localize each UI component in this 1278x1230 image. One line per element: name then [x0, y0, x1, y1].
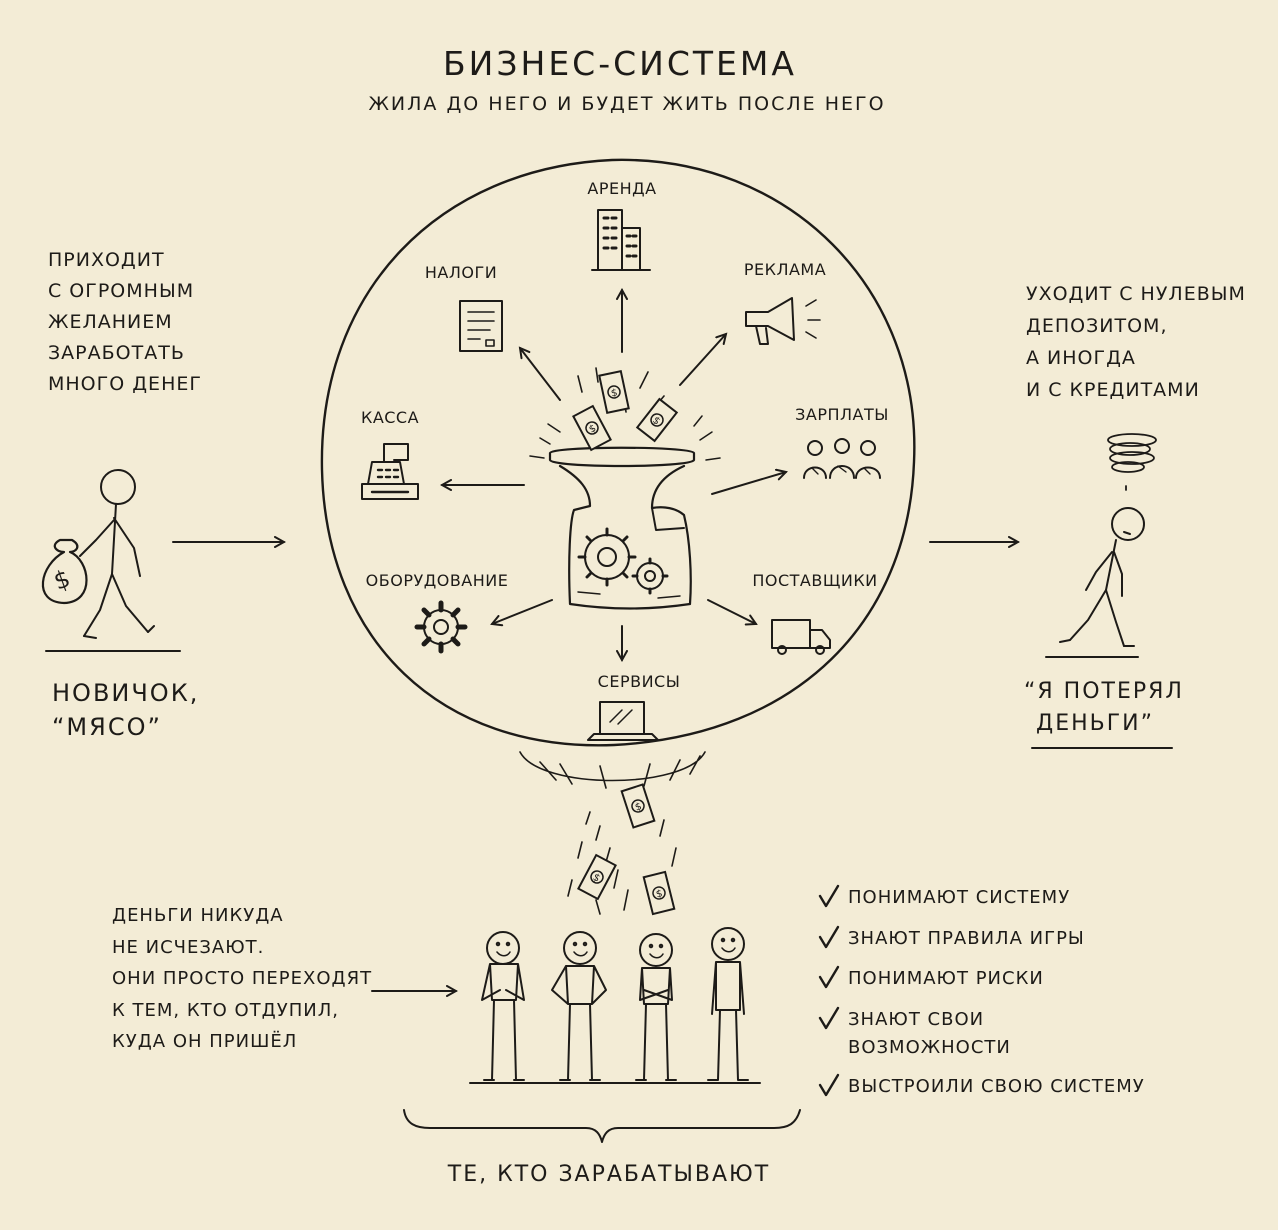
- text-line: С ОГРОМНЫМ: [48, 280, 195, 302]
- checklist-item: ЗНАЮТ ПРАВИЛА ИГРЫ: [848, 928, 1085, 949]
- text-line: А ИНОГДА: [1026, 347, 1136, 369]
- page-title: БИЗНЕС-СИСТЕМА: [443, 44, 797, 83]
- newcomer-caption: НОВИЧОК, “МЯСО”: [52, 676, 199, 744]
- checkmark-icon: [818, 925, 840, 949]
- newcomer-figure: [79, 469, 155, 639]
- text-line: ПРИХОДИТ: [48, 249, 165, 271]
- checklist-item-continued: ВОЗМОЖНОСТИ: [848, 1037, 1011, 1058]
- banknote-icon: $: [635, 397, 679, 443]
- checkmark-icons: [818, 884, 840, 1097]
- brace-icon: [403, 1109, 801, 1143]
- label-services: СЕРВИСЫ: [597, 672, 681, 691]
- text-line: И С КРЕДИТАМИ: [1026, 379, 1200, 401]
- checkmark-icon: [818, 1006, 840, 1030]
- label-ads: РЕКЛАМА: [743, 260, 827, 279]
- money-streaks: [567, 367, 677, 915]
- money-description: ДЕНЬГИ НИКУДА НЕ ИСЧЕЗАЮТ. ОНИ ПРОСТО ПЕ…: [112, 900, 372, 1058]
- arrow-to-salaries: [711, 472, 786, 495]
- banknote-icon: $: [577, 853, 617, 901]
- text-line: ЗАРАБОТАТЬ: [48, 342, 185, 364]
- confusion-scribble-icon: [1107, 433, 1157, 491]
- workers-icon: [803, 438, 881, 479]
- truck-icon: [771, 619, 831, 655]
- arrow-to-suppliers: [707, 599, 756, 624]
- cash-register-icon: [361, 443, 419, 500]
- text-line: ЖЕЛАНИЕМ: [48, 311, 173, 333]
- checklist-item: ПОНИМАЮТ СИСТЕМУ: [848, 887, 1071, 908]
- text-line: “МЯСО”: [52, 713, 162, 741]
- system-drain: [519, 751, 706, 789]
- earner-figure-3: [635, 933, 677, 1081]
- earner-figure-2: [551, 931, 607, 1081]
- system-circle: [320, 158, 916, 747]
- label-salaries: ЗАРПЛАТЫ: [795, 405, 889, 424]
- loser-quote: “Я ПОТЕРЯЛ ДЕНЬГИ”: [1024, 676, 1184, 740]
- label-equipment: ОБОРУДОВАНИЕ: [365, 571, 509, 590]
- banknote-icon: $: [598, 369, 630, 415]
- money-bag-symbol: $: [50, 564, 74, 596]
- banknote-symbol: $: [610, 387, 619, 399]
- money-bag-icon: [41, 538, 88, 605]
- text-line: КУДА ОН ПРИШЁЛ: [112, 1031, 298, 1052]
- banknote-icon: $: [620, 783, 656, 829]
- label-suppliers: ПОСТАВЩИКИ: [752, 571, 878, 590]
- checkmark-icon: [818, 884, 840, 908]
- checkmark-icon: [818, 1073, 840, 1097]
- checklist-item: ПОНИМАЮТ РИСКИ: [848, 968, 1044, 989]
- checklist-item: ЗНАЮТ СВОИ: [848, 1009, 985, 1030]
- page-subtitle: ЖИЛА ДО НЕГО И БУДЕТ ЖИТЬ ПОСЛЕ НЕГО: [368, 93, 886, 115]
- document-icon: [459, 300, 503, 352]
- checkmark-icon: [818, 965, 840, 989]
- banknote-symbol: $: [634, 801, 643, 813]
- arrow-to-taxes: [520, 348, 561, 401]
- banknotes: $ $ $ $ $ $ $: [50, 369, 679, 916]
- earners-caption: ТЕ, КТО ЗАРАБАТЫВАЮТ: [447, 1162, 771, 1187]
- banknote-symbol: $: [655, 888, 664, 900]
- banknote-icon: $: [642, 870, 676, 916]
- earner-figure-4: [707, 927, 749, 1081]
- meat-grinder-icon: [529, 415, 721, 610]
- megaphone-icon: [745, 297, 821, 345]
- banknote-symbol: $: [587, 423, 598, 436]
- building-icon: [591, 209, 651, 271]
- defeated-figure: [1059, 507, 1145, 647]
- text-line: ДЕНЬГИ НИКУДА: [112, 905, 284, 926]
- text-line: МНОГО ДЕНЕГ: [48, 373, 202, 395]
- banknote-symbol: $: [650, 415, 662, 428]
- text-line: ДЕПОЗИТОМ,: [1026, 315, 1168, 337]
- checklist-item: ВЫСТРОИЛИ СВОЮ СИСТЕМУ: [848, 1076, 1145, 1097]
- earner-figure-1: [481, 931, 525, 1081]
- label-rent: АРЕНДА: [587, 179, 657, 198]
- newcomer-description: ПРИХОДИТ С ОГРОМНЫМ ЖЕЛАНИЕМ ЗАРАБОТАТЬ …: [48, 245, 202, 400]
- text-line: УХОДИТ С НУЛЕВЫМ: [1026, 283, 1246, 305]
- label-taxes: НАЛОГИ: [424, 263, 498, 282]
- banknote-icon: $: [572, 404, 612, 452]
- text-line: К ТЕМ, КТО ОТДУПИЛ,: [112, 999, 339, 1021]
- text-line: НОВИЧОК,: [52, 679, 200, 707]
- text-line: ДЕНЬГИ”: [1036, 711, 1154, 736]
- exit-description: УХОДИТ С НУЛЕВЫМ ДЕПОЗИТОМ, А ИНОГДА И С…: [1026, 278, 1246, 406]
- label-cashbox: КАССА: [360, 408, 420, 427]
- text-line: “Я ПОТЕРЯЛ: [1024, 679, 1184, 704]
- text-line: ОНИ ПРОСТО ПЕРЕХОДЯТ: [112, 968, 373, 989]
- text-line: НЕ ИСЧЕЗАЮТ.: [112, 936, 265, 958]
- banknote-symbol: $: [591, 872, 602, 885]
- arrow-to-ads: [679, 334, 726, 386]
- laptop-icon: [587, 701, 659, 741]
- gear-icon: [414, 600, 468, 654]
- arrow-to-equipment: [492, 599, 553, 624]
